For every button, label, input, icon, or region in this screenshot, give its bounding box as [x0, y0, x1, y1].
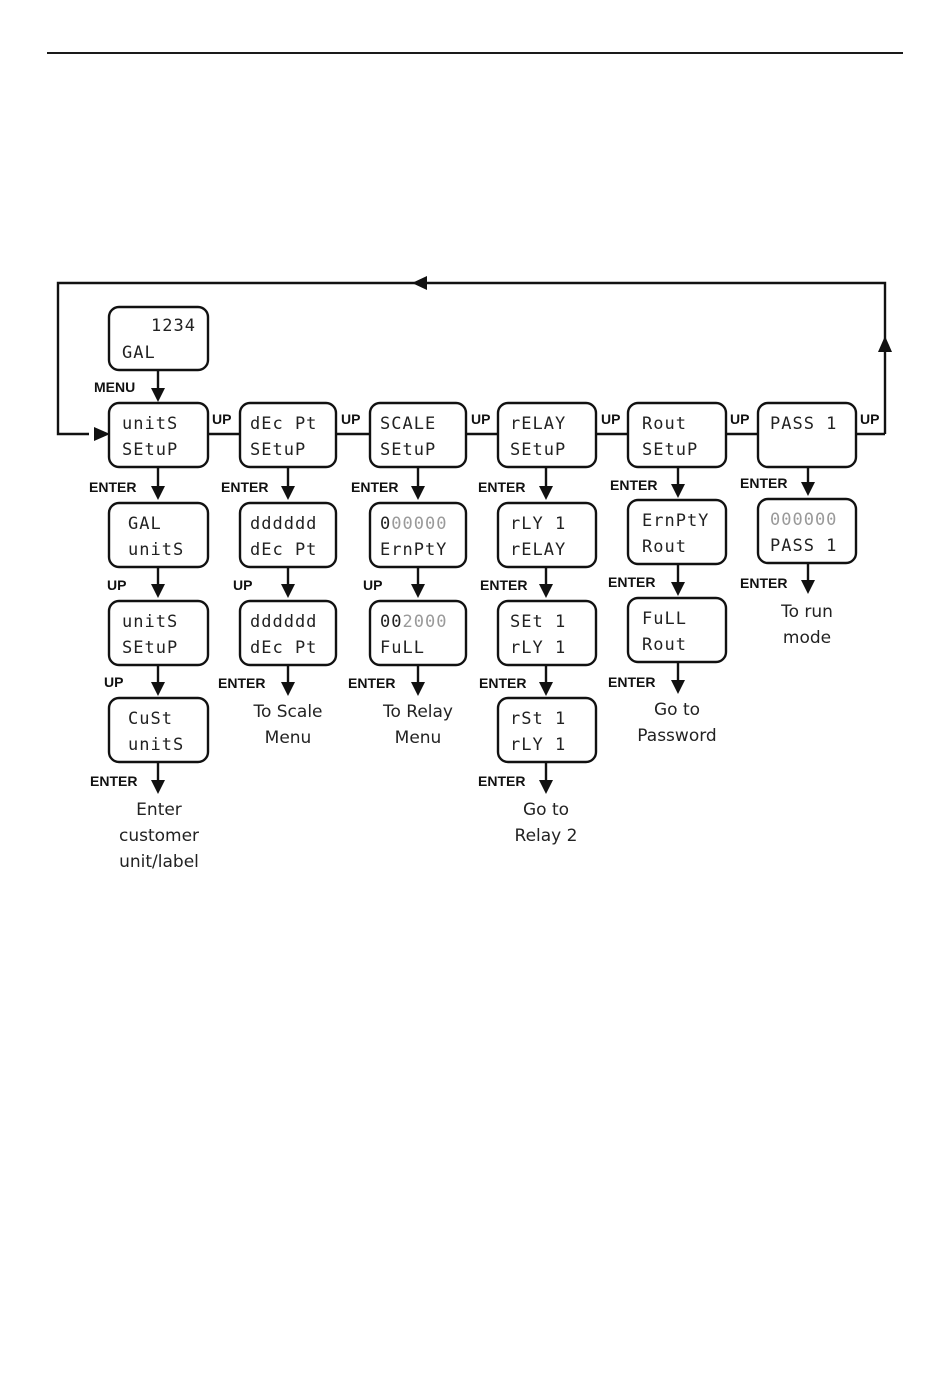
units-note-line3: unit/label — [119, 852, 199, 872]
enter-label: ENTER — [479, 675, 526, 691]
password-box — [756, 401, 858, 469]
dec-pt-repeat-line1: dddddd — [250, 612, 317, 632]
column-decimal-point: dEc Pt SEtuP ENTER dddddd dEc Pt UP dddd… — [218, 401, 338, 748]
up-label-4: UP — [601, 411, 620, 427]
scale-empty-value-dim: 00000 — [391, 514, 447, 534]
scale-empty-value-active: 0 — [380, 514, 391, 534]
up-label-1: UP — [212, 411, 231, 427]
password-entry-value: 000000 — [770, 510, 837, 530]
password-note-line2: mode — [783, 628, 831, 648]
relay-1-line2: rELAY — [510, 540, 566, 560]
scale-empty-value: 000000 — [380, 514, 447, 534]
relay-reset-line2: rLY 1 — [510, 735, 566, 755]
aout-setup-line2: SEtuP — [642, 440, 698, 460]
up-label: UP — [107, 577, 126, 593]
return-loop — [56, 276, 892, 441]
dec-pt-select-line1: dddddd — [250, 514, 317, 534]
enter-label: ENTER — [348, 675, 395, 691]
column-password: PASS 1 ENTER 000000 PASS 1 ENTER To run … — [740, 401, 858, 648]
units-custom-line1: CuSt — [128, 709, 173, 729]
column-analog-out: Rout SEtuP ENTER ErnPtY Rout ENTER FuLL … — [608, 401, 728, 746]
relay-set-line1: SEt 1 — [510, 612, 566, 632]
up-label-2: UP — [341, 411, 360, 427]
relay-note-line1: Go to — [523, 800, 569, 820]
units-setup-repeat-line1: unitS — [122, 612, 178, 632]
password-line1: PASS 1 — [770, 414, 837, 434]
relay-1-line1: rLY 1 — [510, 514, 566, 534]
aout-empty-line2: Rout — [642, 537, 687, 557]
aout-note-line1: Go to — [654, 700, 700, 720]
up-label-3: UP — [471, 411, 490, 427]
dec-pt-repeat-line2: dEc Pt — [250, 638, 317, 658]
up-label: UP — [104, 674, 123, 690]
run-display-value: 1234 — [151, 316, 196, 336]
enter-label: ENTER — [90, 773, 137, 789]
scale-setup-line1: SCALE — [380, 414, 436, 434]
enter-label: ENTER — [89, 479, 136, 495]
run-display: 1234 GAL — [107, 305, 210, 372]
enter-label: ENTER — [608, 574, 655, 590]
enter-label: ENTER — [218, 675, 265, 691]
relay-reset-line1: rSt 1 — [510, 709, 566, 729]
column-relay: rELAY SEtuP ENTER rLY 1 rELAY ENTER SEt … — [478, 401, 598, 846]
scale-full-label: FuLL — [380, 638, 425, 658]
enter-label: ENTER — [610, 477, 657, 493]
dec-pt-setup-line2: SEtuP — [250, 440, 306, 460]
scale-full-value-active: 00 — [380, 612, 402, 632]
enter-label: ENTER — [478, 773, 525, 789]
scale-full-value: 002000 — [380, 612, 447, 632]
menu-arrow: MENU — [94, 370, 165, 402]
dec-pt-select-line2: dEc Pt — [250, 540, 317, 560]
relay-set-line2: rLY 1 — [510, 638, 566, 658]
units-setup-repeat-line2: SEtuP — [122, 638, 178, 658]
scale-empty-label: ErnPtY — [380, 540, 447, 560]
enter-label: ENTER — [740, 475, 787, 491]
units-custom-line2: unitS — [128, 735, 184, 755]
column-units: unitS SEtuP ENTER GAL unitS UP unitS SEt… — [89, 401, 210, 872]
dec-pt-note-line2: Menu — [265, 728, 312, 748]
loop-left-arrowhead — [412, 276, 427, 290]
enter-label: ENTER — [478, 479, 525, 495]
run-display-unit: GAL — [122, 343, 156, 363]
menu-label: MENU — [94, 379, 135, 395]
dec-pt-setup-line1: dEc Pt — [250, 414, 317, 434]
enter-label: ENTER — [740, 575, 787, 591]
aout-full-line1: FuLL — [642, 609, 687, 629]
loop-up-arrowhead — [878, 336, 892, 352]
password-entry-label: PASS 1 — [770, 536, 837, 556]
up-label: UP — [363, 577, 382, 593]
enter-label: ENTER — [608, 674, 655, 690]
units-setup-line1: unitS — [122, 414, 178, 434]
aout-note-line2: Password — [637, 726, 716, 746]
relay-note-line2: Relay 2 — [515, 826, 578, 846]
scale-setup-line2: SEtuP — [380, 440, 436, 460]
up-label-5: UP — [730, 411, 749, 427]
units-setup-line2: SEtuP — [122, 440, 178, 460]
up-label: UP — [233, 577, 252, 593]
aout-empty-line1: ErnPtY — [642, 511, 709, 531]
enter-label: ENTER — [221, 479, 268, 495]
units-gal-line1: GAL — [128, 514, 162, 534]
units-note-line2: customer — [119, 826, 199, 846]
aout-full-line2: Rout — [642, 635, 687, 655]
password-note-line1: To run — [780, 602, 833, 622]
column-scale: SCALE SEtuP ENTER 000000 ErnPtY UP 00200… — [348, 401, 468, 748]
page-rule — [47, 52, 903, 54]
dec-pt-note-line1: To Scale — [252, 702, 322, 722]
enter-label: ENTER — [480, 577, 527, 593]
up-label-6: UP — [860, 411, 879, 427]
aout-setup-line1: Rout — [642, 414, 687, 434]
scale-full-value-dim: 2000 — [402, 612, 447, 632]
scale-note-line1: To Relay — [382, 702, 453, 722]
units-note-line1: Enter — [136, 800, 182, 820]
enter-label: ENTER — [351, 479, 398, 495]
units-gal-line2: unitS — [128, 540, 184, 560]
relay-setup-line1: rELAY — [510, 414, 566, 434]
scale-note-line2: Menu — [395, 728, 442, 748]
relay-setup-line2: SEtuP — [510, 440, 566, 460]
loop-into-units-arrowhead — [94, 427, 110, 441]
up-connectors: UP UP UP UP UP UP — [208, 350, 887, 436]
